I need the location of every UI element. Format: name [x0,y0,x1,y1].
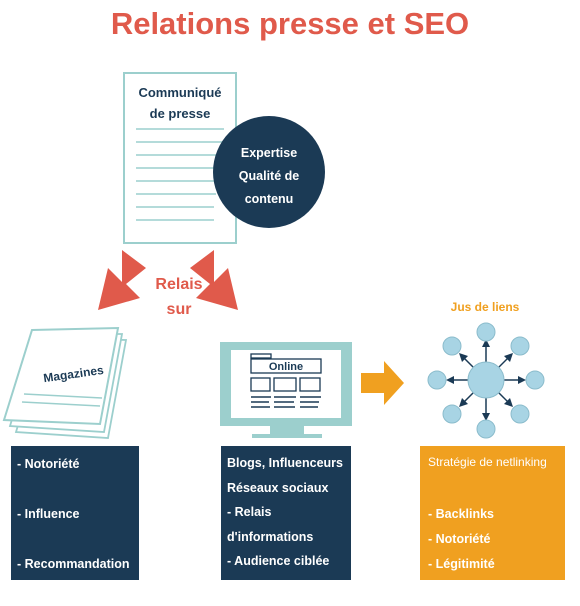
arrow-icon [361,361,404,405]
expertise-circle [213,116,325,228]
arrow-icon [98,250,146,310]
relais-arrows [98,250,238,310]
benefit-item: d'informations [227,529,314,544]
relais-label: Relais sur [155,276,203,318]
computer-monitor-icon [220,342,352,438]
diagram-title: Relations presse et SEO [110,6,470,41]
magazines-icon [2,326,128,439]
online-benefits-box: Blogs, Influenceurs Réseaux sociaux - Re… [221,446,351,580]
benefit-item: Blogs, Influenceurs [227,456,343,470]
press-release-title: Communiqué de presse [138,85,222,121]
benefit-item: - Notoriété [428,532,491,546]
benefit-item: - Relais [227,505,272,519]
expertise-text: Expertise Qualité de contenu [238,146,300,206]
benefit-item: - Recommandation [17,557,130,571]
arrow-icon [190,250,238,310]
benefit-item: Réseaux sociaux [227,480,329,495]
benefit-item: - Audience ciblée [227,554,330,568]
netlinking-box: Stratégie de netlinking - Backlinks - No… [420,446,565,580]
link-network-icon [427,322,545,439]
benefit-item: - Backlinks [428,507,495,521]
netlinking-lead: Stratégie de netlinking [428,455,547,469]
online-label: Online [269,361,303,373]
magazines-benefits-box: - Notoriété - Influence - Recommandation [11,446,139,580]
link-juice-label: Jus de liens [450,300,520,314]
benefit-item: - Légitimité [428,557,495,571]
benefit-item: - Notoriété [17,457,80,471]
benefit-item: - Influence [17,507,80,521]
